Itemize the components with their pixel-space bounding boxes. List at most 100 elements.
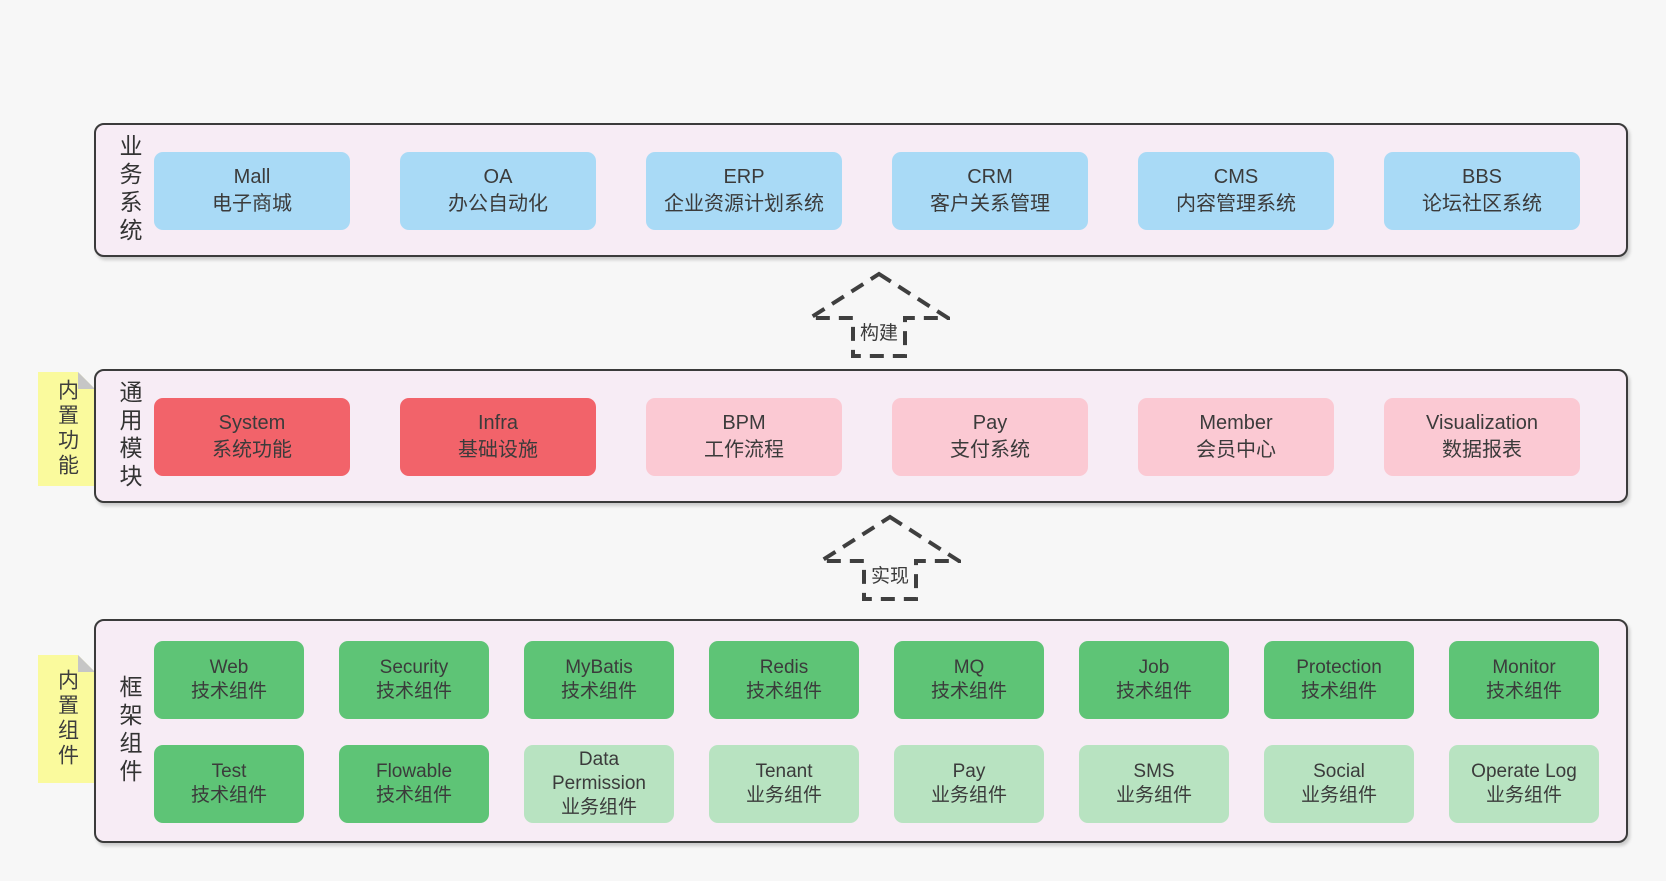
arrow-build-label: 构建 <box>855 317 903 346</box>
box-desc: 论坛社区系统 <box>1422 193 1542 215</box>
box-mybatis: MyBatis 技术组件 <box>524 641 674 719</box>
box-desc: 基础设施 <box>458 439 538 461</box>
box-desc: 技术组件 <box>1485 681 1562 702</box>
box-name: Pay <box>952 761 986 782</box>
common-modules-row: System 系统功能 Infra 基础设施 BPM 工作流程 Pay 支付系统… <box>154 398 1580 476</box>
box-bpm: BPM 工作流程 <box>646 398 842 476</box>
box-desc: 业务组件 <box>1115 785 1192 806</box>
box-desc: 技术组件 <box>930 681 1007 702</box>
box-desc: 业务组件 <box>930 785 1007 806</box>
box-sms: SMS 业务组件 <box>1079 745 1229 823</box>
box-bbs: BBS 论坛社区系统 <box>1384 152 1580 230</box>
box-social: Social 业务组件 <box>1264 745 1414 823</box>
box-desc: 数据报表 <box>1442 439 1522 461</box>
box-system: System 系统功能 <box>154 398 350 476</box>
box-name: Test <box>211 761 247 782</box>
box-name: SMS <box>1133 761 1175 782</box>
box-desc: 业务组件 <box>1485 785 1562 806</box>
box-job: Job 技术组件 <box>1079 641 1229 719</box>
box-visualization: Visualization 数据报表 <box>1384 398 1580 476</box>
box-name: Web <box>209 657 249 678</box>
box-desc: 技术组件 <box>190 681 267 702</box>
box-monitor: Monitor 技术组件 <box>1449 641 1599 719</box>
sticky-note-text: 内置组件 <box>55 669 79 769</box>
box-crm: CRM 客户关系管理 <box>892 152 1088 230</box>
box-name: CMS <box>1213 166 1259 188</box>
box-desc: 会员中心 <box>1196 439 1276 461</box>
sticky-note-builtin-components: 内置组件 <box>38 655 95 783</box>
arrow-implement-label: 实现 <box>866 560 914 589</box>
arrow-build: 构建 <box>808 271 950 359</box>
box-tenant: Tenant 业务组件 <box>709 745 859 823</box>
box-name: Job <box>1138 657 1170 678</box>
sticky-note-builtin-features: 内置功能 <box>38 372 95 486</box>
box-name: Monitor <box>1492 657 1556 678</box>
box-operate-log: Operate Log 业务组件 <box>1449 745 1599 823</box>
dashed-up-arrow-icon <box>819 514 961 601</box>
box-desc: 办公自动化 <box>448 193 548 215</box>
box-cms: CMS 内容管理系统 <box>1138 152 1334 230</box>
box-name: BBS <box>1461 166 1503 188</box>
band-label-business-systems: 业务系统 <box>116 134 142 246</box>
box-desc: 技术组件 <box>1115 681 1192 702</box>
box-mq: MQ 技术组件 <box>894 641 1044 719</box>
box-name: ERP <box>723 166 765 188</box>
box-flowable: Flowable 技术组件 <box>339 745 489 823</box>
box-desc: 业务组件 <box>745 785 822 806</box>
box-desc: 支付系统 <box>950 439 1030 461</box>
band-business-systems: 业务系统 Mall 电子商城 OA 办公自动化 ERP 企业资源计划系统 CRM… <box>94 123 1628 257</box>
box-name: Pay <box>972 412 1008 434</box>
box-desc: 技术组件 <box>745 681 822 702</box>
box-name: Member <box>1199 412 1273 434</box>
box-desc: 技术组件 <box>190 785 267 806</box>
box-name: Protection <box>1296 657 1382 678</box>
box-name: Security <box>379 657 449 678</box>
band-label-common-modules: 通用模块 <box>116 380 142 492</box>
box-desc: 技术组件 <box>375 785 452 806</box>
box-name: Data Permission <box>552 749 646 794</box>
box-desc: 系统功能 <box>212 439 292 461</box>
box-desc: 业务组件 <box>1300 785 1377 806</box>
framework-components-row-2: Test 技术组件 Flowable 技术组件 Data Permission … <box>154 745 1599 823</box>
box-name: MyBatis <box>565 657 633 678</box>
box-name: Flowable <box>375 761 453 782</box>
box-name: Infra <box>477 412 519 434</box>
box-name: OA <box>483 166 513 188</box>
box-desc: 客户关系管理 <box>930 193 1050 215</box>
box-pay: Pay 支付系统 <box>892 398 1088 476</box>
box-mall: Mall 电子商城 <box>154 152 350 230</box>
sticky-note-text: 内置功能 <box>55 379 79 479</box>
box-desc: 技术组件 <box>560 681 637 702</box>
box-member: Member 会员中心 <box>1138 398 1334 476</box>
box-protection: Protection 技术组件 <box>1264 641 1414 719</box>
band-label-framework-components: 框架组件 <box>116 675 142 787</box>
box-oa: OA 办公自动化 <box>400 152 596 230</box>
band-common-modules: 通用模块 System 系统功能 Infra 基础设施 BPM 工作流程 Pay… <box>94 369 1628 503</box>
box-erp: ERP 企业资源计划系统 <box>646 152 842 230</box>
box-desc: 工作流程 <box>704 439 784 461</box>
box-name: Tenant <box>755 761 813 782</box>
box-desc: 企业资源计划系统 <box>664 193 824 215</box>
box-infra: Infra 基础设施 <box>400 398 596 476</box>
box-name: Redis <box>759 657 809 678</box>
framework-components-row-1: Web 技术组件 Security 技术组件 MyBatis 技术组件 Redi… <box>154 641 1599 719</box>
box-desc: 技术组件 <box>375 681 452 702</box>
box-pay-biz: Pay 业务组件 <box>894 745 1044 823</box>
business-systems-row: Mall 电子商城 OA 办公自动化 ERP 企业资源计划系统 CRM 客户关系… <box>154 152 1580 230</box>
box-desc: 技术组件 <box>1300 681 1377 702</box>
box-desc: 内容管理系统 <box>1176 193 1296 215</box>
box-name: Social <box>1313 761 1365 782</box>
box-web: Web 技术组件 <box>154 641 304 719</box>
band-framework-components: 框架组件 Web 技术组件 Security 技术组件 MyBatis 技术组件… <box>94 619 1628 843</box>
box-security: Security 技术组件 <box>339 641 489 719</box>
box-data-permission: Data Permission 业务组件 <box>524 745 674 823</box>
box-name: Visualization <box>1426 412 1538 434</box>
box-desc: 业务组件 <box>560 797 637 818</box>
dashed-up-arrow-icon <box>808 271 950 358</box>
box-name: Operate Log <box>1471 761 1577 782</box>
box-name: CRM <box>967 166 1013 188</box>
box-name: MQ <box>953 657 985 678</box>
box-name: BPM <box>722 412 766 434</box>
box-redis: Redis 技术组件 <box>709 641 859 719</box>
arrow-implement: 实现 <box>819 514 961 602</box>
